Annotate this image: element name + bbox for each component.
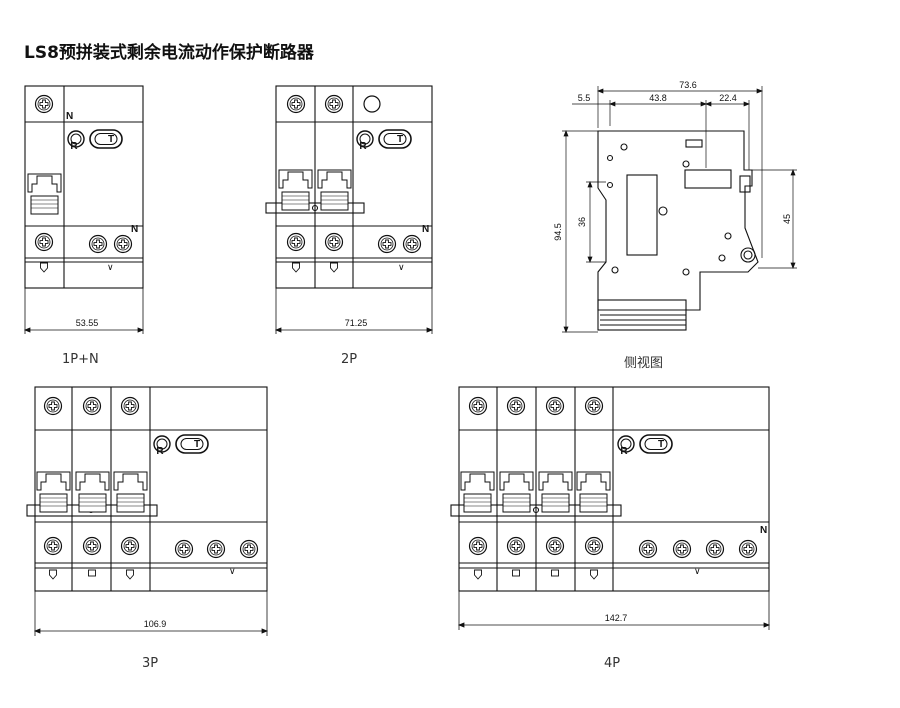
terminal-screw-icon: [584, 396, 604, 416]
width-dimension: 53.55: [76, 318, 99, 328]
test-label: T: [397, 134, 403, 145]
terminal-screw-icon: [120, 536, 140, 556]
side-profile: [597, 130, 759, 331]
width-dimension: 106.9: [144, 619, 167, 629]
n-mark: N: [131, 224, 138, 235]
caption-3p: 3P: [142, 656, 159, 671]
terminal-screw-icon: [34, 94, 54, 114]
terminal-screw-icon: [468, 396, 488, 416]
caption-4p: 4P: [604, 656, 621, 671]
toggle-handle-icon: [460, 471, 495, 513]
test-label: T: [658, 439, 664, 450]
terminal-screw-icon: [468, 536, 488, 556]
terminal-screw-icon: [43, 536, 63, 556]
arrow-mark: ∨: [694, 566, 701, 576]
total-depth-dimension: 73.6: [679, 80, 697, 90]
toggle-handle-icon: [499, 471, 534, 513]
face-dimension: 45: [782, 214, 792, 224]
terminal-screw-icon: [705, 539, 725, 559]
terminal-screw-icon: [239, 539, 259, 559]
toggle-handle-icon: [75, 471, 110, 513]
terminal-screw-icon: [738, 539, 758, 559]
arrow-mark: ∨: [229, 566, 236, 576]
terminal-screw-icon: [113, 234, 133, 254]
dimension-line: [23, 288, 145, 334]
terminal-icon: [512, 569, 520, 577]
toggle-handle-icon: [36, 471, 71, 513]
toggle-handle-icon: [27, 173, 62, 215]
terminal-screw-icon: [120, 396, 140, 416]
terminal-screw-icon: [82, 396, 102, 416]
blank-cap-icon: [363, 95, 381, 113]
terminal-screw-icon: [88, 234, 108, 254]
toggle-handle-icon: [538, 471, 573, 513]
caption-1pn: 1P+N: [62, 352, 99, 367]
view-3p: R T ∨ 106.9: [26, 386, 269, 636]
terminal-screw-icon: [545, 396, 565, 416]
toggle-handle-icon: [576, 471, 611, 513]
terminal-screw-icon: [506, 396, 526, 416]
dimension-line: [457, 591, 771, 630]
n-mark: N: [66, 111, 73, 122]
n-mark: N: [422, 224, 429, 235]
terminal-screw-icon: [584, 536, 604, 556]
terminal-icon: [590, 569, 598, 580]
width-dimension: 142.7: [605, 613, 628, 623]
rail-dimension: 36: [577, 217, 587, 227]
height-dimension: 94.5: [553, 223, 563, 241]
terminal-screw-icon: [43, 396, 63, 416]
terminal-screw-icon: [672, 539, 692, 559]
body-outline: [24, 85, 144, 289]
depth-dimension-b: 43.8: [649, 93, 667, 103]
view-1pn: R T N N ∨ 53.55: [23, 85, 145, 334]
terminal-screw-icon: [324, 94, 344, 114]
page-title: LS8预拼装式剩余电流动作保护断路器: [24, 43, 314, 63]
terminal-icon: [49, 569, 57, 580]
terminal-screw-icon: [638, 539, 658, 559]
terminal-screw-icon: [545, 536, 565, 556]
arrow-mark: ∨: [107, 262, 114, 272]
caption-side: 侧视图: [624, 356, 664, 371]
reset-label: R: [156, 446, 164, 457]
dimension-lines: [562, 86, 797, 333]
body-outline: [265, 85, 433, 289]
toggle-handle-icon: [278, 169, 313, 211]
view-side: 73.6 5.5 43.8 22.4 94.5 36 45: [553, 80, 797, 333]
dimension-line: [274, 288, 434, 334]
terminal-screw-icon: [324, 232, 344, 252]
width-dimension: 71.25: [345, 318, 368, 328]
terminal-screw-icon: [206, 539, 226, 559]
terminal-screw-icon: [82, 536, 102, 556]
terminal-screw-icon: [286, 232, 306, 252]
terminal-icon: [88, 569, 96, 577]
terminal-icon: [292, 262, 300, 273]
terminal-screw-icon: [34, 232, 54, 252]
n-mark: N: [760, 525, 767, 536]
view-2p: R T N ∨ 71.25: [265, 85, 434, 334]
terminal-icon: [474, 569, 482, 580]
body-outline: [450, 386, 770, 592]
reset-label: R: [70, 141, 78, 152]
test-label: T: [194, 439, 200, 450]
terminal-screw-icon: [286, 94, 306, 114]
terminal-screw-icon: [377, 234, 397, 254]
arrow-mark: ∨: [398, 262, 405, 272]
toggle-handle-icon: [113, 471, 148, 513]
terminal-icon: [551, 569, 559, 577]
terminal-screw-icon: [506, 536, 526, 556]
toggle-handle-icon: [317, 169, 352, 211]
terminal-screw-icon: [174, 539, 194, 559]
view-4p: R T N ∨ 142.7: [450, 386, 771, 630]
dimension-line: [33, 591, 269, 636]
terminal-screw-icon: [402, 234, 422, 254]
caption-2p: 2P: [341, 352, 358, 367]
reset-label: R: [620, 446, 628, 457]
reset-label: R: [359, 141, 367, 152]
terminal-icon: [126, 569, 134, 580]
terminal-icon: [40, 262, 48, 273]
depth-dimension-c: 22.4: [719, 93, 737, 103]
offset-dimension: 5.5: [578, 93, 591, 103]
test-label: T: [108, 134, 114, 145]
terminal-icon: [330, 262, 338, 273]
